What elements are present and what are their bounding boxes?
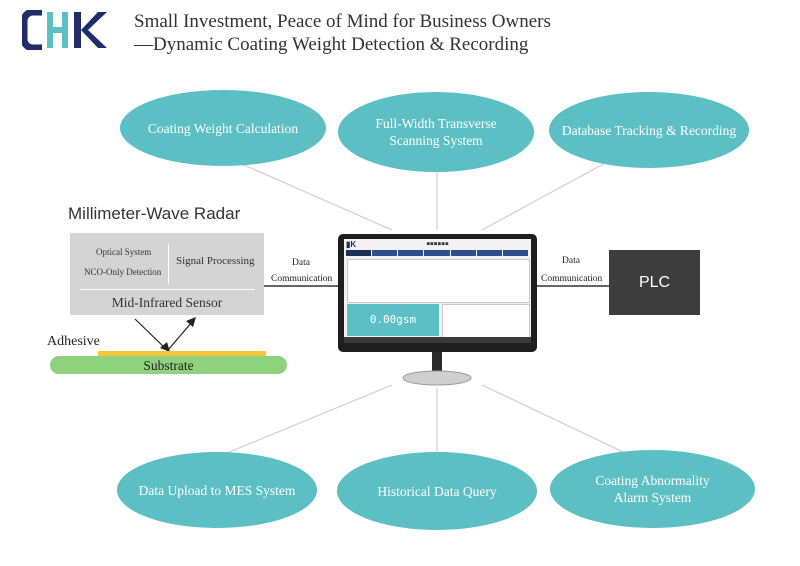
brand-logo: [20, 8, 108, 55]
screen-tab: [450, 250, 476, 256]
feature-database-tracking: Database Tracking & Recording: [549, 92, 749, 168]
screen-tab: [476, 250, 502, 256]
adhesive-layer: [98, 351, 266, 356]
screen-title-bar: ▪▪▪▪▪▪: [426, 241, 449, 247]
radar-divider-vertical: [168, 244, 169, 284]
screen-tab: [398, 250, 424, 256]
arrow-down-head: [160, 342, 170, 352]
monitor-neck: [432, 352, 442, 372]
header-title-line2: —Dynamic Coating Weight Detection & Reco…: [134, 34, 529, 55]
mid-infrared-sensor-label: Mid-Infrared Sensor: [111, 295, 223, 310]
screen-tab-strip: [346, 250, 529, 256]
feature-transverse-scanning: Full-Width Transverse Scanning System: [338, 92, 534, 172]
feature-historical-query: Historical Data Query: [337, 452, 537, 530]
comm-right-line2: Communication: [541, 274, 603, 284]
comm-right-line1: Data: [562, 256, 580, 266]
monitor-stand-base: [402, 370, 472, 386]
radar-unit-box: Optical System NCO-Only Detection Signal…: [70, 233, 264, 315]
arrow-down-line: [134, 318, 166, 349]
substrate-layer: Substrate: [50, 356, 287, 374]
radar-divider-horizontal: [80, 289, 254, 290]
signal-processing-label: Signal Processing: [176, 255, 255, 267]
connector-bottom-left: [209, 384, 393, 461]
chk-logo-icon: [20, 8, 107, 52]
screen-tab: [346, 250, 372, 256]
screen-trend-plot: [442, 304, 530, 338]
plc-box: PLC: [609, 250, 700, 315]
adhesive-label: Adhesive: [47, 334, 100, 349]
comm-left-line1: Data: [292, 258, 310, 268]
feature-coating-weight-calculation: Coating Weight Calculation: [120, 90, 326, 166]
screen-tab: [372, 250, 398, 256]
monitor: ▮K ▪▪▪▪▪▪ 0.00gsm: [338, 234, 537, 352]
nco-detection-label: NCO-Only Detection: [84, 267, 162, 277]
screen-coating-readout: 0.00gsm: [347, 304, 439, 336]
radar-title: Millimeter-Wave Radar: [68, 204, 241, 223]
connector-bottom-right: [481, 384, 641, 461]
connector-top-right: [481, 154, 621, 231]
optical-system-label: Optical System: [96, 247, 152, 257]
header-title-line1: Small Investment, Peace of Mind for Busi…: [134, 11, 551, 32]
screen-tab: [424, 250, 450, 256]
comm-left-line2: Communication: [271, 274, 333, 284]
arrow-up-head: [186, 317, 196, 327]
screen-tab: [502, 250, 528, 256]
feature-abnormality-alarm: Coating Abnormality Alarm System: [550, 450, 755, 528]
screen-scan-plot: [347, 259, 530, 303]
arrow-up-line: [167, 321, 193, 351]
feature-mes-upload: Data Upload to MES System: [117, 452, 317, 528]
screen-status-bar: [344, 337, 531, 343]
screen-logo-icon: ▮K: [346, 240, 357, 249]
monitor-screen: ▮K ▪▪▪▪▪▪ 0.00gsm: [344, 239, 531, 343]
